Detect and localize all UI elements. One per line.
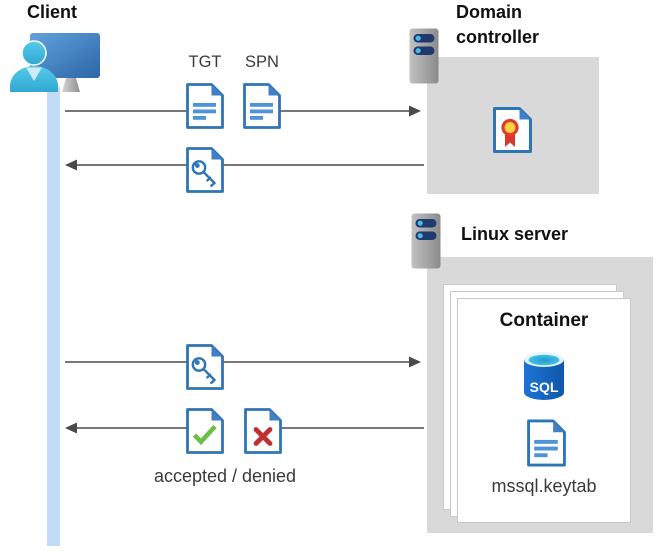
domain-controller-title-line1: Domain [456,2,523,22]
sql-badge-text: SQL [530,379,559,395]
arrow-linux-to-client [65,422,424,434]
container-title: Container [499,310,589,331]
domain-controller-title: Domain controller [456,0,539,50]
domain-controller-server-icon [409,28,439,84]
domain-controller-title-line2: controller [456,27,540,47]
arrow-dc-to-client [65,159,424,171]
keytab-file-icon [527,419,566,467]
certificate-icon [493,107,532,153]
tgt-document-icon [186,83,224,129]
spn-label: SPN [245,53,279,71]
tgt-label: TGT [188,53,222,71]
arrow-client-to-dc [65,105,421,117]
container-card-front [457,298,631,523]
client-title: Client [27,2,78,22]
linux-server-title: Linux server [461,224,569,244]
spn-document-icon [243,83,281,129]
accepted-denied-label: accepted / denied [153,466,297,486]
key-ticket-icon-linux [186,344,224,390]
arrow-client-to-linux [65,356,421,368]
sql-database-icon: SQL [524,352,564,400]
linux-server-icon [411,213,441,269]
denied-icon [244,408,282,454]
keytab-filename: mssql.keytab [491,476,597,496]
person-icon [10,40,58,92]
client-user-icon [10,33,100,92]
accepted-icon [186,408,224,454]
key-ticket-icon-dc [186,147,224,193]
monitor-icon [30,33,100,92]
client-lifeline [47,87,60,546]
